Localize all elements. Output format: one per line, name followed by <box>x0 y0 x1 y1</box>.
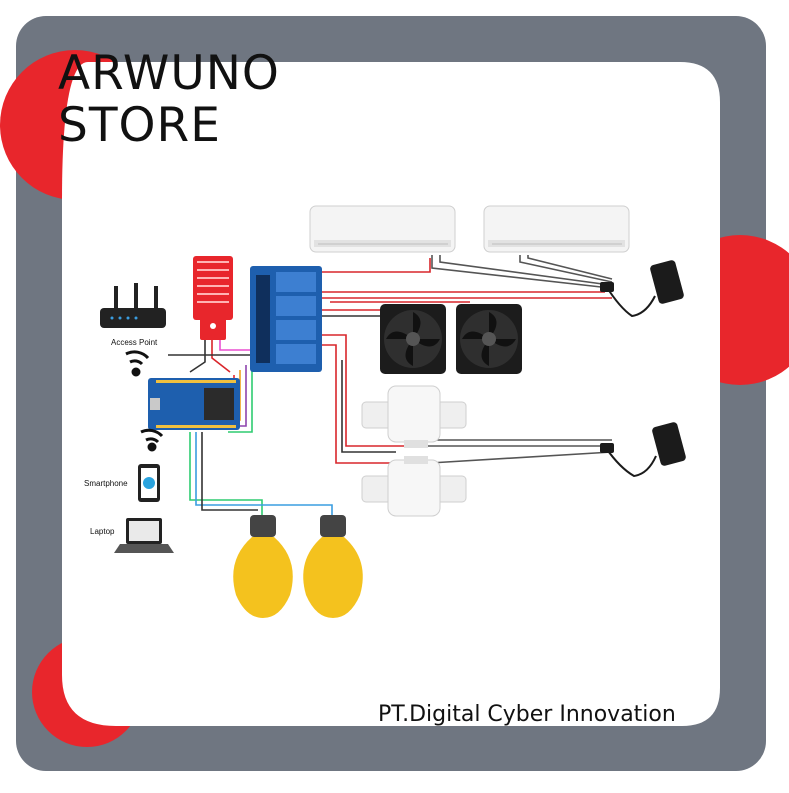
power-adapter-icon <box>600 422 686 478</box>
laptop-label: Laptop <box>90 527 115 536</box>
light-bulb-icon <box>303 515 363 618</box>
solenoid-valve-icon <box>361 456 467 517</box>
air-conditioner-icon <box>483 205 630 253</box>
telegram-icon <box>143 477 155 489</box>
solenoid-valve-icon <box>361 385 467 448</box>
power-adapter-icon <box>600 260 684 318</box>
microcontroller-icon <box>148 378 240 430</box>
wifi-signal-icon <box>140 428 164 452</box>
company-name: PT.Digital Cyber Innovation <box>378 702 676 727</box>
air-conditioner-icon <box>309 205 456 253</box>
wifi-signal-icon <box>125 350 150 377</box>
brand-line-1: ARWUNO <box>58 46 280 101</box>
fan-icon <box>456 304 522 374</box>
smartphone-label: Smartphone <box>84 479 128 488</box>
water-sensor-icon <box>193 256 233 340</box>
brand-line-2: STORE <box>58 98 221 153</box>
wifi-router-icon <box>100 283 166 328</box>
laptop-icon <box>114 518 174 553</box>
brand-title: ARWUNO STORE <box>58 48 280 152</box>
access-point-label: Access Point <box>111 338 158 347</box>
relay-module-icon <box>250 266 322 372</box>
light-bulb-icon <box>233 515 293 618</box>
fan-icon <box>380 304 446 374</box>
